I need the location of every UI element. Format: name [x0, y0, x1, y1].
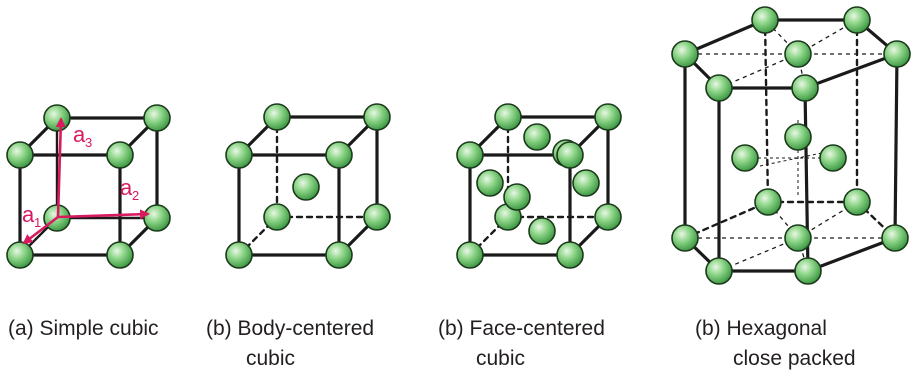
bottom-vertex-atom	[754, 188, 782, 216]
corner-atom	[363, 103, 391, 131]
top-inner-line	[718, 53, 799, 89]
bottom-vertex-atom	[843, 188, 871, 216]
caption-bcc-line1: (b) Body-centered	[206, 317, 374, 340]
face-center-atom	[572, 169, 600, 197]
lattice-vector-a3	[55, 117, 66, 218]
vector-subscript-2: 2	[132, 188, 139, 203]
body-center-atom	[292, 173, 320, 201]
fcc-atoms	[456, 103, 622, 269]
corner-atom	[6, 141, 34, 169]
corner-atom	[106, 241, 134, 269]
bottom-edge	[806, 236, 897, 273]
top-center-atom	[784, 40, 812, 68]
caption-fcc-line1: (b) Face-centered	[438, 317, 605, 340]
caption-hcp-line1: (b) Hexagonal	[695, 317, 827, 340]
vector-subscript-1: 1	[34, 215, 41, 230]
vertical-edge	[893, 52, 899, 240]
body-centered-cubic-panel: (b) Body-centered cubic	[206, 103, 391, 370]
caption-fcc-line2: cubic	[476, 347, 525, 370]
top-vertex-atom	[883, 40, 911, 68]
hcp-atoms	[671, 6, 911, 285]
corner-atom	[106, 141, 134, 169]
top-inner-line	[797, 53, 806, 89]
corner-atom	[494, 103, 522, 131]
vector-label-a1: a	[22, 202, 35, 227]
top-vertex-atom	[705, 74, 733, 102]
lattice-vector-a1	[22, 215, 59, 245]
bottom-vertex-atom	[671, 224, 699, 252]
corner-atom	[456, 241, 484, 269]
bottom-vertex-atom	[794, 257, 822, 285]
top-vertex-atom	[791, 74, 819, 102]
corner-atom	[325, 141, 353, 169]
bcc-atoms	[225, 103, 391, 269]
caption-bcc-line2: cubic	[246, 347, 295, 370]
bottom-inner-line	[797, 237, 809, 272]
hexagonal-close-packed-panel: (b) Hexagonal close packed	[671, 6, 911, 370]
corner-atom	[594, 103, 622, 131]
mid-plane-line	[759, 149, 837, 167]
corner-atom	[43, 104, 71, 132]
top-vertex-atom	[671, 40, 699, 68]
bottom-inner-line	[718, 237, 799, 272]
corner-atom	[556, 141, 584, 169]
corner-atom	[143, 104, 171, 132]
face-center-atom	[503, 183, 531, 211]
caption-simple-cubic-line1: (a) Simple cubic	[8, 317, 159, 340]
face-center-atom	[523, 123, 551, 151]
corner-atom	[594, 203, 622, 231]
hidden-vertical-edge	[763, 18, 770, 204]
corner-atom	[556, 241, 584, 269]
mid-plane-atom	[784, 123, 812, 151]
top-hex-edge	[803, 52, 899, 90]
caption-hcp-line2: close packed	[733, 347, 856, 370]
vector-label-a2: a	[120, 175, 133, 200]
corner-atom	[263, 203, 291, 231]
face-centered-cubic-panel: (b) Face-centered cubic	[438, 103, 622, 370]
mid-plane-atom	[731, 144, 759, 172]
corner-atom	[225, 241, 253, 269]
top-vertex-atom	[843, 6, 871, 34]
vector-label-a3: a	[73, 122, 86, 147]
mid-plane-atom	[819, 144, 847, 172]
lattice-vector-a2	[57, 209, 150, 220]
bottom-center-atom	[784, 224, 812, 252]
face-center-atom	[476, 169, 504, 197]
hidden-bottom-edge	[683, 200, 770, 240]
corner-atom	[143, 204, 171, 232]
bottom-vertex-atom	[881, 224, 909, 252]
corner-atom	[456, 141, 484, 169]
top-vertex-atom	[751, 6, 779, 34]
corner-atom	[325, 241, 353, 269]
face-center-atom	[528, 217, 556, 245]
vector-subscript-3: 3	[85, 135, 92, 150]
top-hex-edge	[683, 18, 767, 56]
corner-atom	[363, 203, 391, 231]
bcc-edges	[237, 115, 379, 257]
corner-atom	[6, 241, 34, 269]
corner-atom	[225, 141, 253, 169]
corner-atom	[263, 103, 291, 131]
bottom-vertex-atom	[705, 257, 733, 285]
